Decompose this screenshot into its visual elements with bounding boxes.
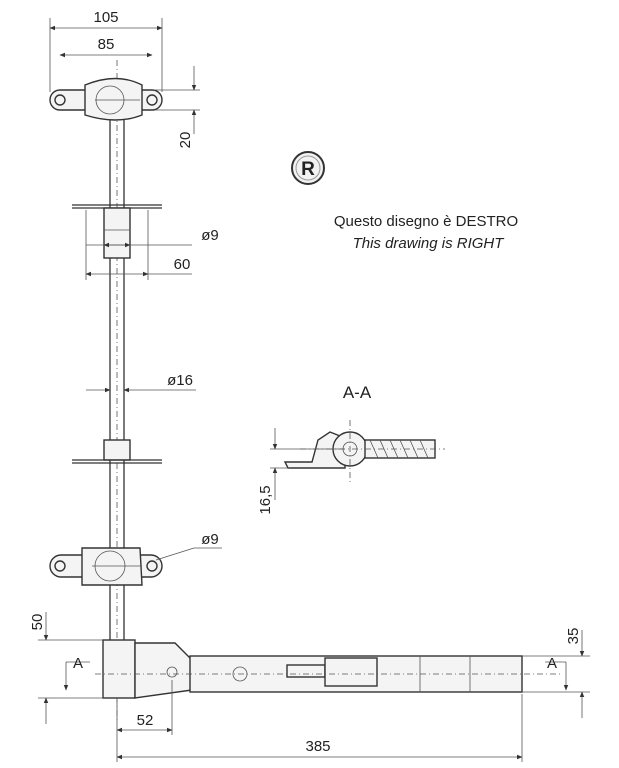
dim-handle-height: 35: [565, 628, 582, 645]
dim-hinge-offset: 52: [137, 712, 154, 729]
handle-bar: [95, 655, 560, 693]
dimension-lines: [38, 18, 590, 762]
dim-handle-length: 385: [305, 738, 330, 755]
orientation-badge: R: [291, 151, 325, 185]
dim-foot-height: 50: [29, 614, 46, 631]
section-marker-right: A: [547, 655, 557, 672]
upper-clamp: [49, 77, 163, 121]
dim-hole-dia-lower: ø9: [201, 531, 219, 548]
vertical-rod: [109, 60, 125, 720]
upper-guide: [72, 204, 162, 259]
dim-hole-dia-upper: ø9: [201, 227, 219, 244]
note-english: This drawing is RIGHT: [353, 235, 506, 252]
hinge-block: [102, 639, 193, 699]
dim-guide-width: 60: [174, 256, 191, 273]
dim-rod-dia: ø16: [167, 372, 193, 389]
dim-clamp-width: 85: [98, 36, 115, 53]
section-marker-left: A: [73, 655, 83, 672]
dim-section-height: 16,5: [257, 485, 274, 514]
section-detail: [283, 420, 445, 485]
lower-clamp: [49, 547, 163, 586]
dim-overall-width: 105: [93, 9, 118, 26]
note-italian: Questo disegno è DESTRO: [334, 213, 518, 230]
orientation-badge-letter: R: [301, 159, 315, 180]
section-title: A-A: [343, 383, 372, 402]
dim-clamp-offset: 20: [177, 132, 194, 149]
lower-guide: [72, 439, 162, 464]
